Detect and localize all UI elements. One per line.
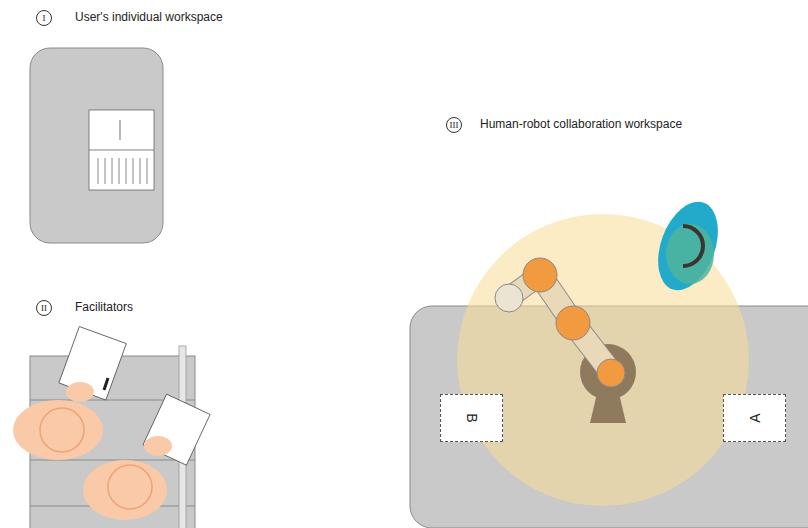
section-number: I: [36, 10, 52, 26]
robot-arm: [495, 258, 636, 423]
section-title: User's individual workspace: [75, 10, 223, 24]
desk-panel: [30, 48, 163, 243]
operator: [647, 194, 729, 299]
robot-reach-zone: [457, 214, 749, 506]
section-title: Facilitators: [75, 300, 133, 314]
facilitator-person: [13, 327, 126, 460]
section-title: Human-robot collaboration workspace: [480, 117, 682, 131]
placement-zone: A: [723, 394, 786, 442]
zone-label: B: [464, 413, 480, 422]
facilitator-person: [83, 394, 210, 520]
placement-zone: B: [440, 394, 503, 442]
zone-label: A: [747, 413, 763, 422]
section-number: III: [446, 117, 462, 133]
worksheet: [89, 110, 154, 190]
section-number: II: [36, 300, 52, 316]
